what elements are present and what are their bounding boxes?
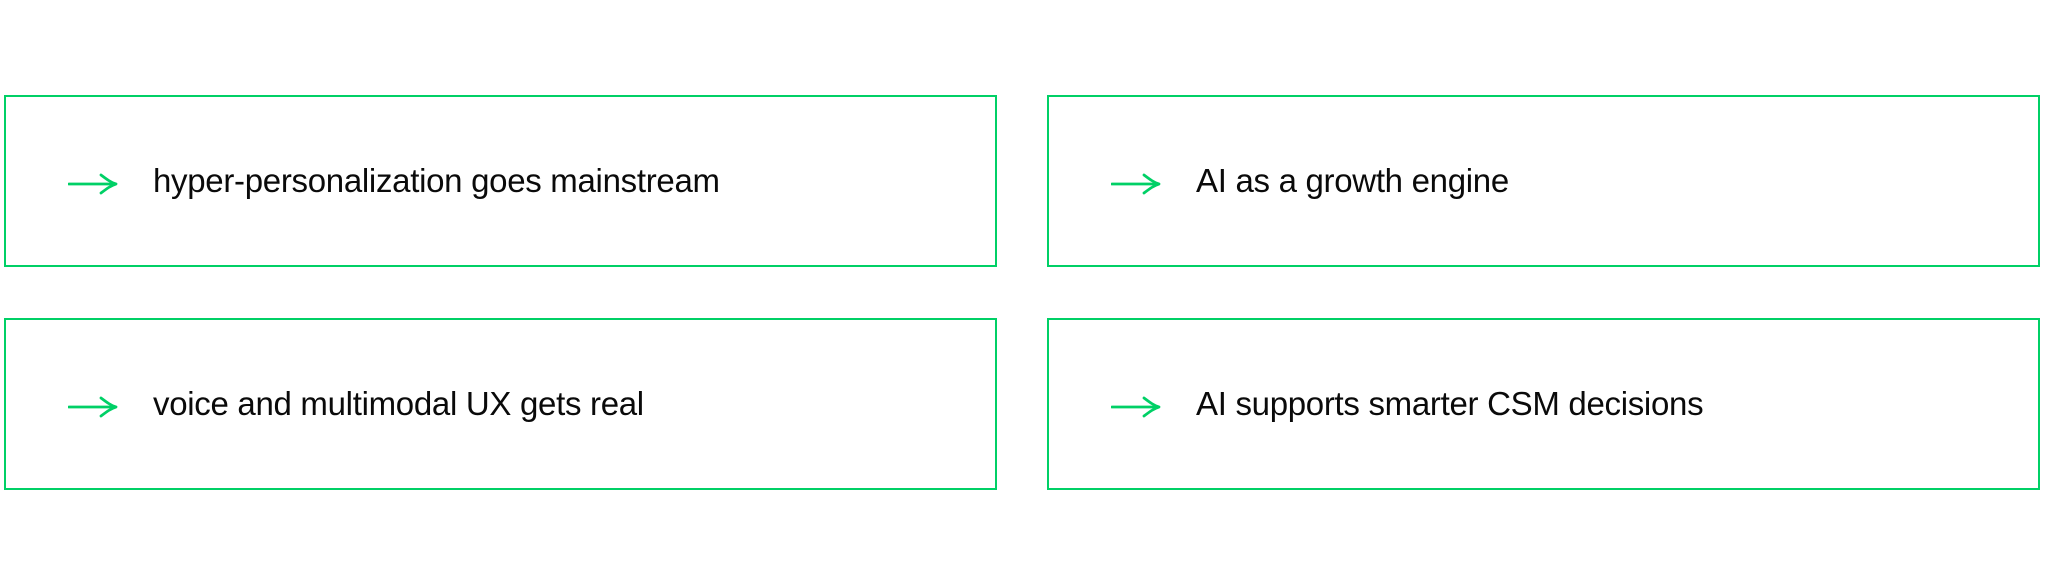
cards-grid: hyper-personalization goes mainstream AI… — [4, 95, 2040, 490]
trend-card-label: hyper-personalization goes mainstream — [153, 162, 720, 199]
trend-card-voice-multimodal-ux: voice and multimodal UX gets real — [4, 318, 997, 490]
arrow-right-icon — [68, 395, 120, 419]
arrow-right-icon — [68, 172, 120, 196]
trend-card-hyper-personalization: hyper-personalization goes mainstream — [4, 95, 997, 267]
arrow-right-icon — [1111, 395, 1163, 419]
trend-card-label: AI supports smarter CSM decisions — [1196, 385, 1704, 422]
arrow-right-icon — [1111, 172, 1163, 196]
trend-card-label: AI as a growth engine — [1196, 162, 1509, 199]
trend-card-ai-growth-engine: AI as a growth engine — [1047, 95, 2040, 267]
trend-card-ai-csm-decisions: AI supports smarter CSM decisions — [1047, 318, 2040, 490]
trend-card-label: voice and multimodal UX gets real — [153, 385, 644, 422]
